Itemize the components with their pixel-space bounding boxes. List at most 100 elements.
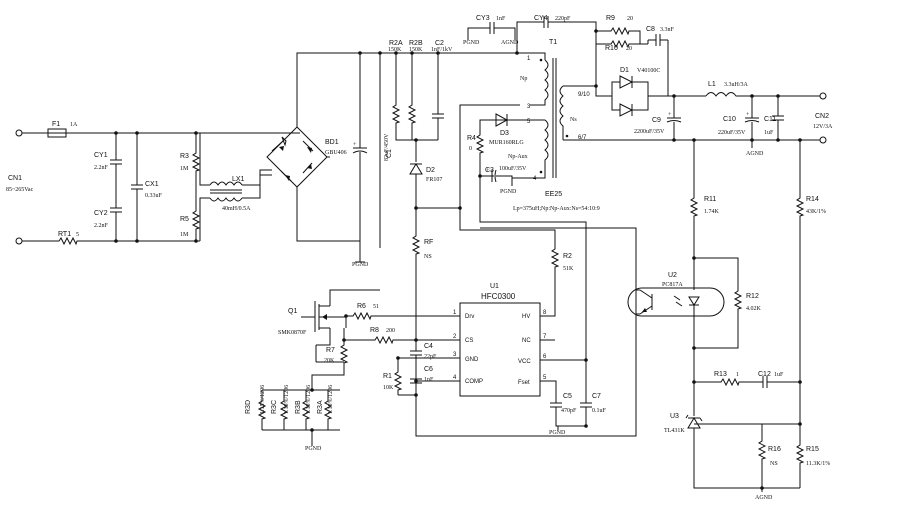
rf-ref: RF: [424, 239, 433, 246]
r3b-val: 1.15%/1206: [306, 385, 312, 414]
r12-val: 4.02K: [746, 306, 762, 312]
c12-ref: C12: [758, 371, 771, 378]
agnd-fb: AGND: [755, 495, 773, 501]
r3c-ref: R3C: [271, 400, 278, 414]
d2-ref: D2: [426, 167, 435, 174]
cy3-val: 1nF: [496, 16, 506, 22]
u1-controller: [430, 302, 586, 397]
u1-num4: 4: [453, 375, 457, 381]
r16-ref: R16: [768, 446, 781, 453]
u1-num2: 2: [453, 334, 457, 340]
d2-val: FR107: [426, 177, 442, 183]
u1-pin-vcc: VCC: [518, 359, 531, 365]
r4-ref: R4: [467, 135, 476, 142]
r2b-ref: R2B: [409, 40, 423, 47]
fset-vcc-caps: [549, 360, 593, 430]
r14-val: 43K/1%: [806, 209, 826, 215]
bd1-bridge: [266, 52, 545, 242]
r6-val: 51: [373, 304, 379, 310]
agnd-out: AGND: [746, 151, 764, 157]
cy2-val: 2.2nF: [94, 223, 109, 229]
c6-ref: C6: [424, 366, 433, 373]
bd1-ref: BD1: [325, 139, 339, 146]
output-voltage: 12V/3A: [813, 124, 833, 130]
u1-pin-drv: Drv: [465, 314, 474, 320]
cy3-cy4: [467, 15, 597, 88]
r9-ref: R9: [606, 15, 615, 22]
svg-text:+: +: [746, 112, 750, 118]
r11-ref: R11: [704, 196, 716, 203]
r3c-val: 1.15%/1206: [284, 385, 290, 414]
c4-ref: C4: [424, 343, 433, 350]
bd1-val: GBU406: [325, 150, 347, 156]
c6-val: 1nF: [424, 377, 434, 383]
u1-val: HFC0300: [481, 292, 516, 301]
t1-pin67: 6/7: [578, 135, 587, 141]
snubber: [379, 53, 520, 248]
c12-val: 1uF: [774, 372, 784, 378]
r3d-ref: R3D: [245, 400, 252, 414]
c8-ref: C8: [646, 26, 655, 33]
rt1-ref: RT1: [58, 231, 71, 238]
r15-val: 11.3K/1%: [806, 461, 830, 467]
r2-val: 51K: [563, 266, 574, 272]
lx1-val: 40mH/0.5A: [222, 206, 251, 212]
u1-pin-gnd: GND: [465, 357, 479, 363]
u1-num3: 3: [453, 352, 457, 358]
r6-ref: R6: [357, 303, 366, 310]
lx1-choke: [199, 133, 272, 241]
cy2-ref: CY2: [94, 210, 108, 217]
cn2-ref: CN2: [815, 113, 829, 120]
c1-val: 82uF/450V: [384, 133, 390, 161]
c4-val: 22pF: [424, 354, 437, 360]
r2a-ref: R2A: [389, 40, 403, 47]
r8-val: 200: [386, 328, 395, 334]
t1-spec: Lp=375uH;Np:Np-Aux:Ns=54:10:9: [513, 206, 600, 212]
svg-text:+: +: [668, 112, 672, 118]
junctions: [114, 29, 802, 490]
c8-val: 3.3nF: [660, 27, 675, 33]
l1-ref: L1: [708, 81, 716, 88]
pgnd-c5: PGND: [549, 430, 566, 436]
svg-text:+: +: [486, 168, 490, 174]
feedback-network: [627, 140, 804, 492]
c3-ref: C3: [485, 167, 494, 174]
t1-ns: Ns: [570, 117, 577, 123]
u1-num7: 7: [543, 334, 547, 340]
c11-val: 1uF: [764, 130, 774, 136]
pgnd-cy3: PGND: [463, 40, 480, 46]
r16-val: NS: [770, 461, 778, 467]
q1-val: SMK0870F: [278, 330, 307, 336]
cy4-val: 220pF: [555, 16, 571, 22]
rf-val: NS: [424, 254, 432, 260]
agnd-cy3: AGND: [501, 40, 519, 46]
t1-core: EE25: [545, 191, 562, 198]
input-voltage: 85~265Vac: [6, 187, 34, 193]
lx1-ref: LX1: [232, 176, 245, 183]
rt1-val: 5: [76, 232, 79, 238]
r15-ref: R15: [806, 446, 819, 453]
u2-ref: U2: [668, 272, 677, 279]
u1-pin-fset: Fset: [518, 380, 530, 386]
aux-supply: +: [476, 113, 587, 360]
c2-ref: C2: [435, 40, 444, 47]
r7-val: 20K: [324, 358, 335, 364]
svg-text:+: +: [353, 142, 357, 148]
t1-pin3: 3: [527, 104, 531, 110]
r14-ref: R14: [806, 196, 819, 203]
d1-val: V40100C: [637, 68, 660, 74]
c10-ref: C10: [723, 116, 736, 123]
output-rectifier: + +: [595, 27, 827, 148]
r13-ref: R13: [714, 371, 727, 378]
t1-np: Np: [520, 76, 527, 82]
cy1-val: 2.2nF: [94, 165, 109, 171]
r12-ref: R12: [746, 293, 759, 300]
u1-ref: U1: [490, 283, 499, 290]
r2-ref: R2: [563, 253, 572, 260]
r8-ref: R8: [370, 327, 379, 334]
r3a-ref: R3A: [317, 400, 324, 414]
r13-val: 1: [736, 372, 739, 378]
r11-val: 1.74K: [704, 209, 720, 215]
d1-ref: D1: [620, 67, 629, 74]
